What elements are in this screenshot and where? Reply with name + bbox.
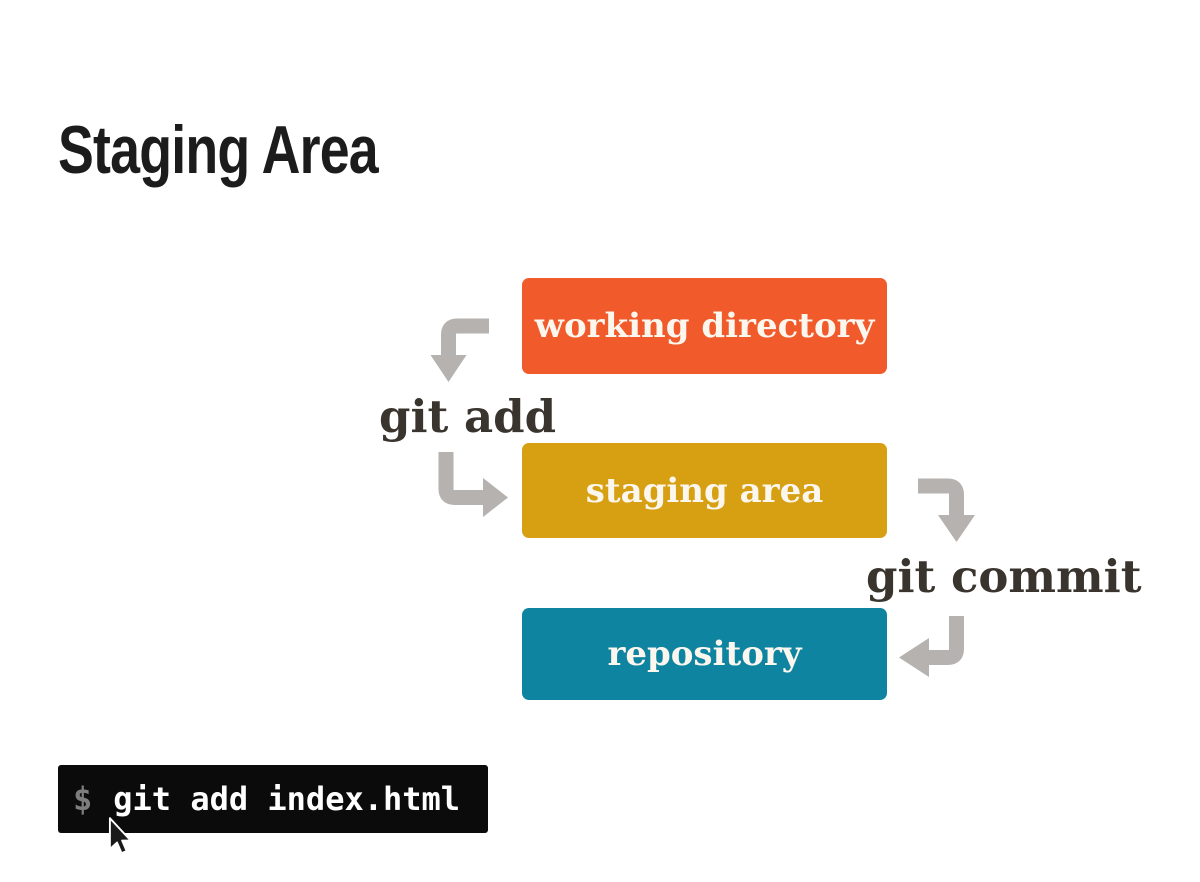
mouse-cursor-icon [108,817,132,855]
terminal-command: git add index.html [113,780,461,818]
git-commit-arrow-to-repository-icon [899,616,964,677]
working-directory-label: working directory [534,306,875,346]
git-add-arrow-from-working-directory-icon [430,318,489,382]
repository-box: repository [522,608,887,700]
repository-label: repository [607,634,802,674]
git-commit-label: git commit [866,550,1142,603]
working-directory-box: working directory [522,278,887,374]
git-commit-arrow-from-staging-area-icon [918,478,975,542]
git-add-arrow-to-staging-area-icon [438,452,508,517]
page-title: Staging Area [58,112,379,188]
staging-area-box: staging area [522,443,887,538]
git-add-label: git add [379,390,557,443]
terminal-snippet: $ git add index.html [58,765,488,833]
staging-area-label: staging area [585,470,824,511]
terminal-prompt: $ [73,780,93,818]
